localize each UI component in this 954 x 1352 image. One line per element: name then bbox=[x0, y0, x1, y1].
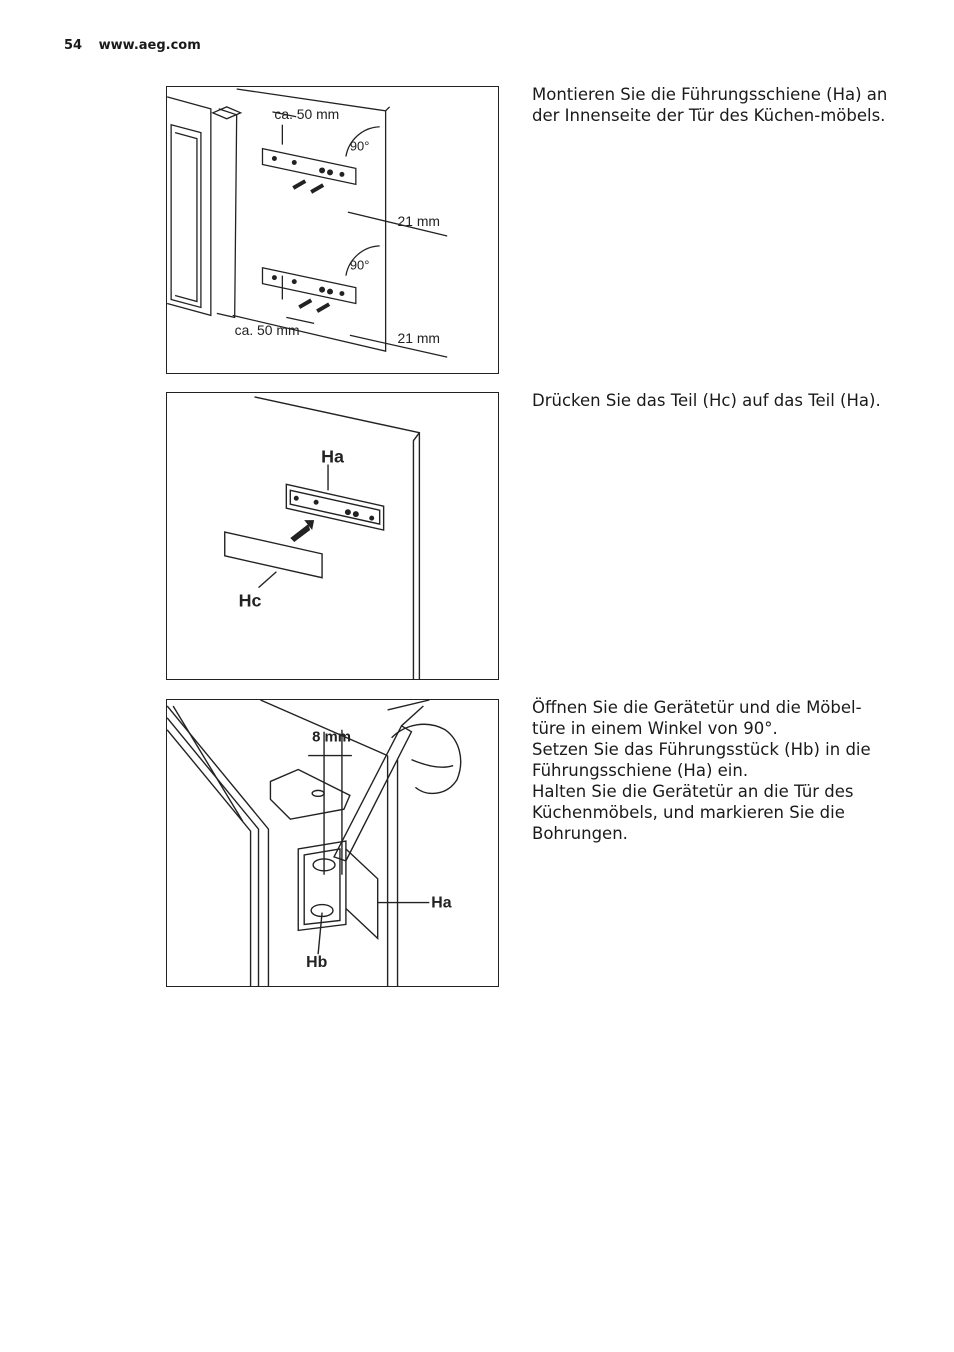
step-3-line-1: Öffnen Sie die Gerätetür und die Möbel-t… bbox=[532, 698, 862, 738]
figure-mark-holes: 8 mm Ha Hb bbox=[166, 699, 499, 987]
top-angle-label: 90° bbox=[350, 139, 370, 154]
ha-label-3: Ha bbox=[431, 895, 451, 912]
page-number: 54 bbox=[64, 38, 83, 53]
ha-label: Ha bbox=[321, 447, 345, 467]
step-3-line-2: Setzen Sie das Führungsstück (Hb) in die… bbox=[532, 740, 871, 780]
page-header: 54 www.aeg.com bbox=[64, 38, 201, 53]
website-url: www.aeg.com bbox=[98, 38, 201, 53]
step-1-text: Montieren Sie die Führungsschiene (Ha) a… bbox=[532, 84, 892, 126]
mark-holes-illustration: 8 mm Ha Hb bbox=[167, 700, 462, 986]
mount-rails-illustration: ca. 50 mm 90° 21 mm 90° ca. 50 mm 21 mm bbox=[167, 88, 448, 358]
figure-mount-rails: ca. 50 mm 90° 21 mm 90° ca. 50 mm 21 mm bbox=[166, 86, 499, 374]
step-1-paragraph: Montieren Sie die Führungsschiene (Ha) a… bbox=[532, 85, 888, 125]
bottom-angle-label: 90° bbox=[350, 258, 370, 273]
bottom-offset-label: 21 mm bbox=[398, 330, 440, 346]
step-2-text: Drücken Sie das Teil (Hc) auf das Teil (… bbox=[532, 390, 892, 411]
press-cover-illustration: Ha Hc bbox=[224, 396, 421, 679]
bottom-distance-label: ca. 50 mm bbox=[235, 322, 300, 338]
top-offset-label: 21 mm bbox=[398, 213, 440, 229]
step-2-paragraph: Drücken Sie das Teil (Hc) auf das Teil (… bbox=[532, 391, 881, 410]
step-3-text: Öffnen Sie die Gerätetür und die Möbel-t… bbox=[532, 697, 892, 844]
step-3-line-3: Halten Sie die Gerätetür an die Tür des … bbox=[532, 782, 854, 843]
width-label: 8 mm bbox=[312, 730, 351, 746]
top-distance-label: ca. 50 mm bbox=[274, 106, 339, 122]
hb-label: Hb bbox=[306, 954, 327, 971]
figure-press-cover: Ha Hc bbox=[166, 392, 499, 680]
hc-label: Hc bbox=[239, 591, 262, 611]
